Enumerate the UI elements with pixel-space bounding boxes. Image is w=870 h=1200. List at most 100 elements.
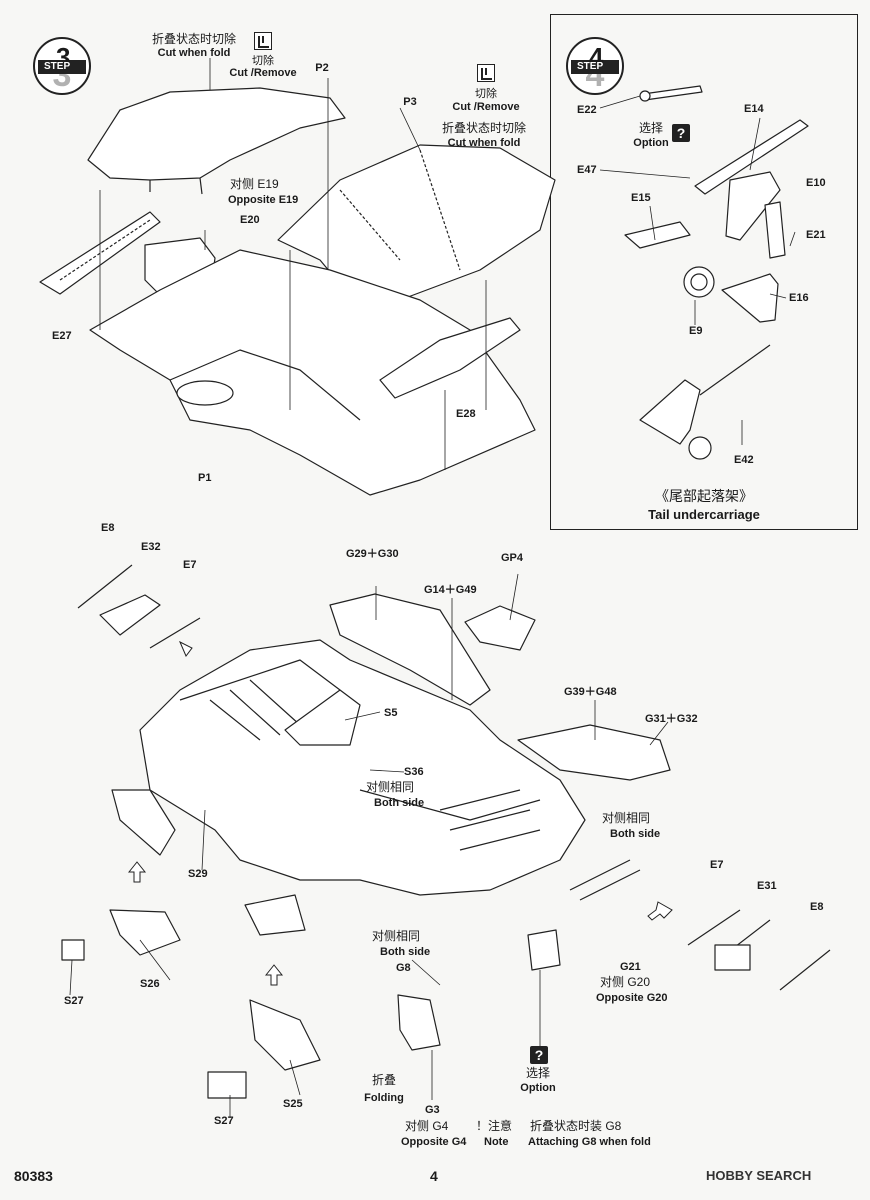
label-both-side-1-en: Both side	[374, 797, 425, 809]
label-opposite-e19-en: Opposite E19	[228, 194, 299, 206]
label-both-side-3-en: Both side	[380, 946, 431, 958]
label-folding-cn: 折叠	[371, 1073, 397, 1087]
part-s27-bottom	[207, 1071, 247, 1099]
part-s5	[284, 689, 361, 746]
part-e7-e31-e8	[687, 909, 831, 991]
label-opposite-g4-cn: 对侧 G4	[405, 1119, 449, 1133]
step3-cut-cn: 切除	[252, 55, 274, 67]
step4-title-cn: 《尾部起落架》	[655, 488, 753, 504]
label-e14: E14	[744, 103, 764, 115]
label-both-side-3-cn: 对侧相同	[372, 929, 421, 943]
label-s29: S29	[188, 868, 208, 880]
part-canopy-top	[87, 87, 346, 181]
label-g14-g49: G14＋G49	[424, 584, 477, 596]
label-both-side-2-cn: 对侧相同	[602, 811, 651, 825]
part-e10	[725, 171, 781, 241]
step3-fold-cut2-en: Cut when fold	[447, 137, 521, 149]
label-e20: E20	[240, 214, 260, 226]
label-opposite-e19-cn: 对侧 E19	[230, 177, 279, 191]
svg-text:4: 4	[586, 56, 605, 94]
label-e32: E32	[141, 541, 161, 553]
label-opposite-g20-en: Opposite G20	[596, 992, 668, 1004]
label-e15: E15	[631, 192, 651, 204]
label-e42: E42	[734, 454, 754, 466]
part-e42-strut	[639, 379, 701, 445]
label-e10: E10	[806, 177, 826, 189]
label-note-cn: ！注意	[476, 1119, 513, 1133]
label-attach-g8-en: Attaching G8 when fold	[528, 1136, 651, 1148]
part-p1	[89, 249, 536, 496]
part-e21	[764, 201, 786, 259]
part-s25	[249, 999, 321, 1071]
arrow-up-center	[264, 964, 284, 986]
label-note-en: Note	[484, 1136, 509, 1148]
step3-fold-cut2-cn: 折叠状态时切除	[441, 121, 527, 135]
part-center-box	[244, 894, 306, 936]
part-left-bracket	[111, 789, 176, 856]
part-s27-top	[61, 939, 85, 961]
label-g8: G8	[396, 962, 411, 974]
cut-icon-2	[477, 64, 495, 82]
page-number: 4	[430, 1168, 438, 1184]
step3-word: STEP	[44, 61, 71, 72]
label-both-side-1-cn: 对侧相同	[366, 780, 415, 794]
step5-option-en: Option	[520, 1082, 556, 1094]
label-e27: E27	[52, 330, 72, 342]
step3-cut2-cn: 切除	[475, 88, 497, 100]
part-s26	[109, 909, 181, 956]
part-gp4	[464, 605, 536, 651]
part-left-gear-bars	[77, 564, 201, 649]
label-e7-left: E7	[183, 559, 197, 571]
question-icon-2: ?	[530, 1046, 548, 1064]
label-p3: P3	[403, 96, 417, 108]
step4-badge-shape: 4	[566, 37, 624, 95]
label-s27-bottom: S27	[214, 1115, 234, 1127]
part-e16	[721, 273, 779, 323]
label-e16: E16	[789, 292, 809, 304]
label-gp4: GP4	[501, 552, 524, 564]
step3-fold-cut-en: Cut when fold	[157, 47, 231, 59]
step4-frame	[550, 14, 858, 530]
watermark: HOBBY SEARCH	[706, 1168, 812, 1183]
step4-option-cn: 选择	[638, 121, 664, 135]
label-s25: S25	[283, 1098, 303, 1110]
step4-word: STEP	[577, 61, 604, 72]
cut-icon	[254, 32, 272, 50]
part-e15	[624, 221, 691, 249]
step5-option-cn: 选择	[525, 1066, 551, 1080]
part-g29	[329, 593, 491, 706]
label-e22: E22	[577, 104, 597, 116]
step4-number: 4	[589, 42, 604, 72]
step3-number: 3	[56, 42, 71, 72]
label-g29-g30: G29＋G30	[346, 548, 399, 560]
label-e47: E47	[577, 164, 597, 176]
question-icon: ?	[672, 124, 690, 142]
label-both-side-2-en: Both side	[610, 828, 661, 840]
label-s27-top: S27	[64, 995, 84, 1007]
kit-number: 80383	[14, 1168, 53, 1184]
label-opposite-g20-cn: 对侧 G20	[600, 975, 651, 989]
label-e28: E28	[456, 408, 476, 420]
arrow-diag-left	[179, 640, 193, 657]
step3-fold-cut-cn: 折叠状态时切除	[151, 32, 237, 46]
label-e21: E21	[806, 229, 826, 241]
part-fuselage	[139, 639, 586, 896]
arrow-diag-right	[647, 901, 673, 921]
step4-option-en: Option	[633, 137, 669, 149]
label-s5: S5	[384, 707, 398, 719]
label-e31: E31	[757, 880, 777, 892]
label-attach-g8-cn: 折叠状态时装 G8	[530, 1119, 622, 1133]
label-s26: S26	[140, 978, 160, 990]
part-e22	[642, 85, 703, 101]
step3-cut2-en: Cut /Remove	[452, 101, 520, 113]
step3-cut-en: Cut /Remove	[229, 67, 297, 79]
label-e8-left: E8	[101, 522, 115, 534]
label-g39-g48: G39＋G48	[564, 686, 617, 698]
label-e9: E9	[689, 325, 703, 337]
label-s36: S36	[404, 766, 424, 778]
label-p1: P1	[198, 472, 212, 484]
part-e28	[379, 317, 521, 399]
step3-badge-shape: 3	[33, 37, 91, 95]
label-g21: G21	[620, 961, 641, 973]
